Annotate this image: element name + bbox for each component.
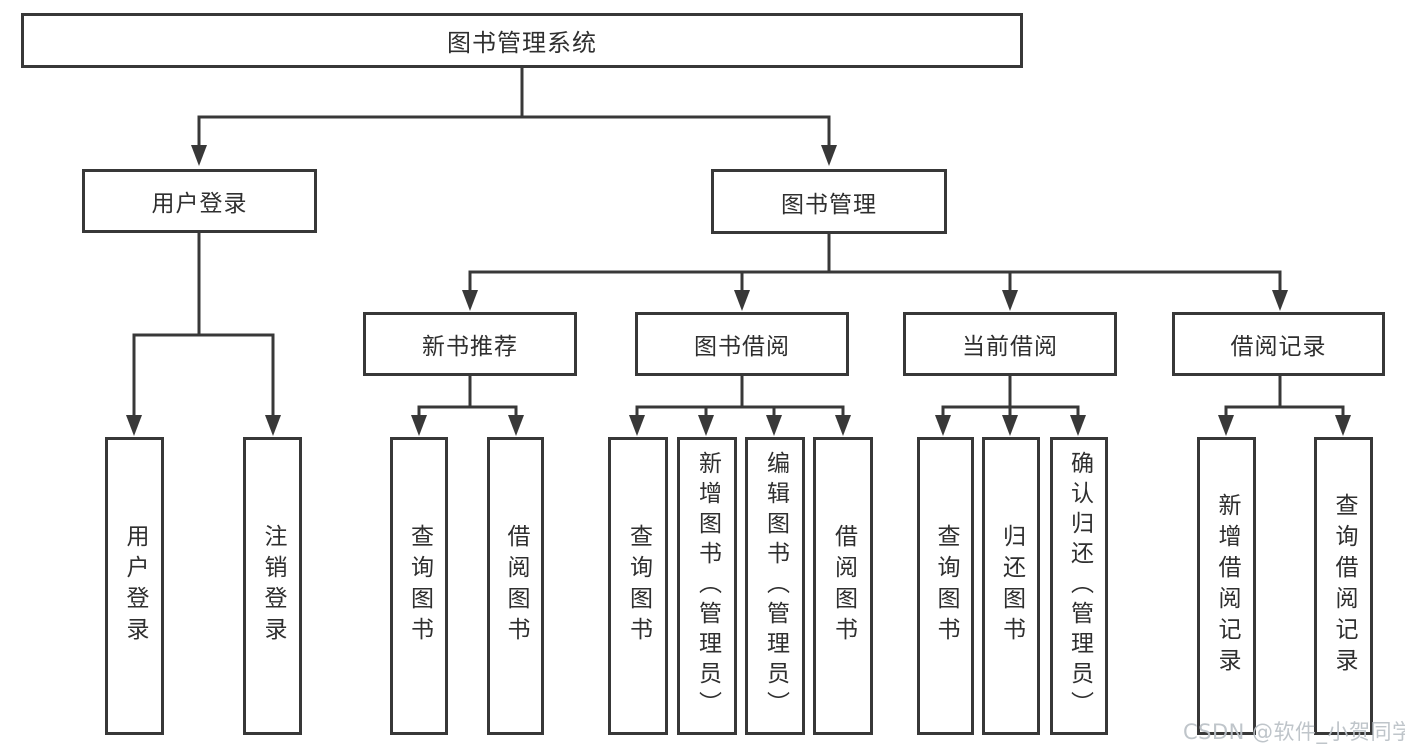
leaf-confirm-return-admin: 确认归还（管理员） [1050,437,1108,735]
node-user-login: 用户登录 [82,169,317,233]
node-new-book-recommendation-label: 新书推荐 [422,334,518,360]
leaf-borrow-books-recommend: 借阅图书 [487,437,544,735]
leaf-edit-books-admin: 编辑图书（管理员） [745,437,805,735]
leaf-query-borrow-record-label: 查询借阅记录 [1331,493,1357,679]
node-borrow-records-label: 借阅记录 [1230,334,1327,360]
leaf-query-books-current-label: 查询图书 [933,524,959,648]
node-book-management-label: 图书管理 [781,191,877,218]
leaf-return-books: 归还图书 [982,437,1040,735]
leaf-confirm-return-admin-label: 确认归还（管理员） [1066,451,1093,721]
leaf-add-borrow-record: 新增借阅记录 [1197,437,1256,735]
leaf-query-books-current: 查询图书 [917,437,974,735]
leaf-logout-login-label: 注销登录 [260,524,286,648]
leaf-add-borrow-record-label: 新增借阅记录 [1214,493,1240,679]
leaf-borrow-books: 借阅图书 [813,437,873,735]
leaf-query-books-recommend-label: 查询图书 [406,524,433,648]
node-current-borrowing: 当前借阅 [903,312,1117,376]
node-new-book-recommendation: 新书推荐 [363,312,577,376]
leaf-add-books-admin-label: 新增图书（管理员） [694,451,721,721]
node-book-borrowing: 图书借阅 [635,312,849,376]
node-root: 图书管理系统 [21,13,1023,68]
leaf-query-books-borrow-label: 查询图书 [625,524,652,648]
leaf-borrow-books-label: 借阅图书 [830,524,857,648]
leaf-query-books-recommend: 查询图书 [390,437,448,735]
leaf-logout-login: 注销登录 [243,437,302,735]
node-borrow-records: 借阅记录 [1172,312,1385,376]
node-book-borrowing-label: 图书借阅 [694,334,790,360]
leaf-edit-books-admin-label: 编辑图书（管理员） [762,451,789,721]
leaf-user-login-label: 用户登录 [122,524,148,648]
csdn-watermark: CSDN @软件_小贺同学 [1183,720,1405,744]
node-current-borrowing-label: 当前借阅 [962,334,1058,360]
leaf-user-login: 用户登录 [105,437,164,735]
leaf-query-books-borrow: 查询图书 [608,437,668,735]
leaf-borrow-books-recommend-label: 借阅图书 [503,524,529,648]
node-book-management: 图书管理 [711,169,947,234]
leaf-query-borrow-record: 查询借阅记录 [1314,437,1373,735]
leaf-add-books-admin: 新增图书（管理员） [677,437,737,735]
node-root-label: 图书管理系统 [447,29,597,57]
node-user-login-label: 用户登录 [151,191,248,217]
leaf-return-books-label: 归还图书 [998,524,1025,648]
